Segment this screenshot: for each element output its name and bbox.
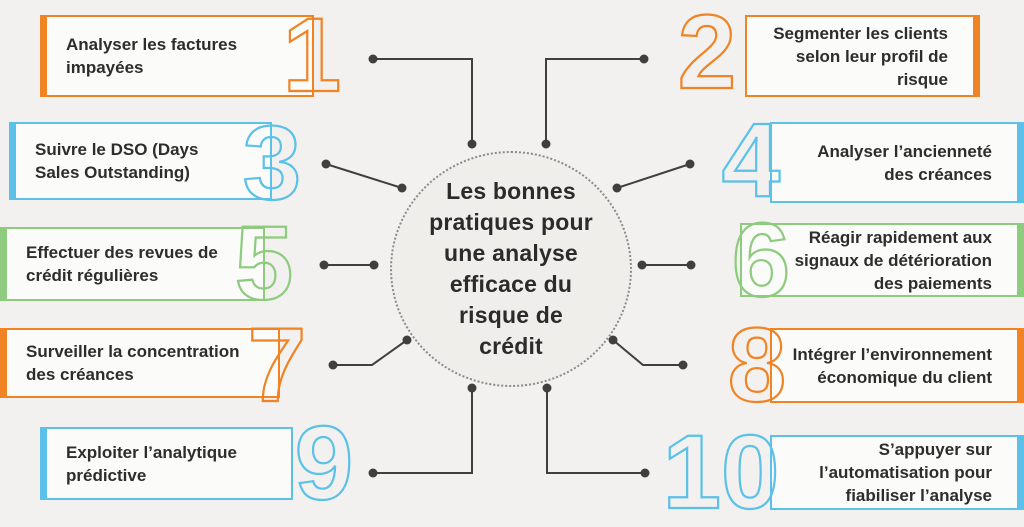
connector-5 bbox=[319, 260, 379, 270]
connector-2 bbox=[541, 54, 649, 149]
connector-3 bbox=[321, 159, 407, 193]
connector-6 bbox=[637, 260, 696, 270]
big-number-9: 9 bbox=[294, 404, 355, 522]
big-number-3: 3 bbox=[242, 104, 303, 222]
big-number-7: 7 bbox=[247, 306, 308, 424]
big-number-4: 4 bbox=[721, 101, 782, 219]
connector-7 bbox=[328, 335, 412, 370]
big-number-5: 5 bbox=[234, 205, 295, 322]
big-number-2: 2 bbox=[677, 0, 738, 111]
big-number-10: 10 bbox=[661, 414, 780, 527]
central-topic: Les bonnes pratiques pour une analyse ef… bbox=[390, 151, 632, 387]
connector-4 bbox=[612, 159, 695, 193]
connector-1 bbox=[368, 54, 477, 149]
big-number-1: 1 bbox=[282, 0, 343, 114]
connector-10 bbox=[542, 383, 650, 478]
big-number-6: 6 bbox=[731, 201, 792, 319]
connector-9 bbox=[368, 383, 477, 478]
connector-8 bbox=[608, 335, 688, 370]
central-topic-title: Les bonnes pratiques pour une analyse ef… bbox=[429, 178, 593, 359]
big-number-8: 8 bbox=[727, 306, 788, 424]
